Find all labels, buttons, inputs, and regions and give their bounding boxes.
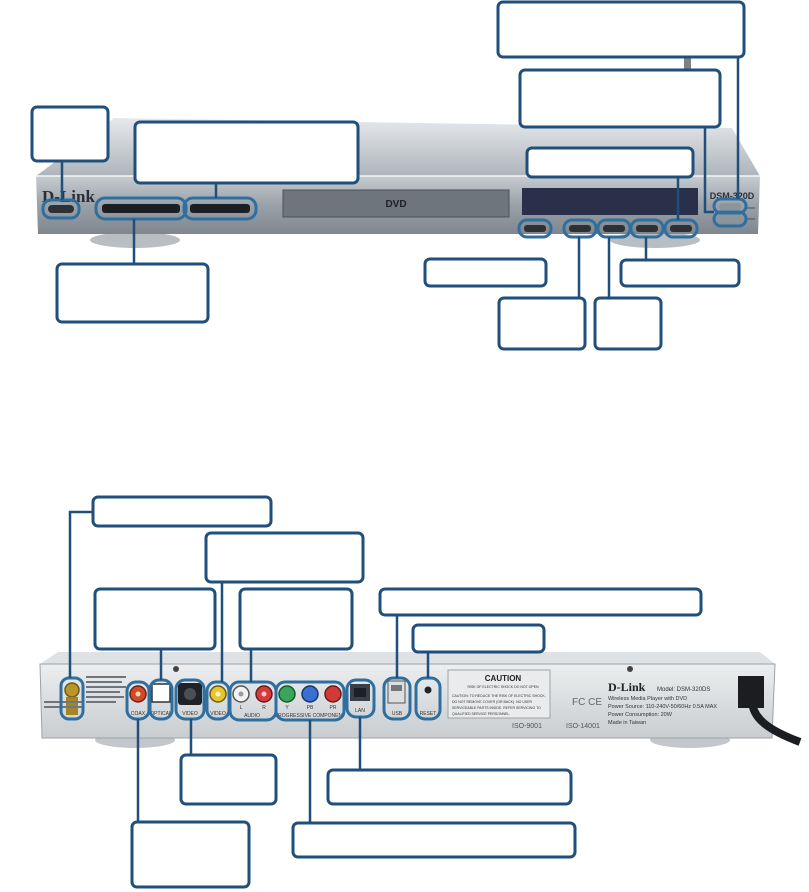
- callout-power-button: [30, 105, 110, 163]
- callout-reset-button: [411, 623, 546, 654]
- coax-label: COAX: [131, 711, 146, 717]
- component-y-port[interactable]: [278, 685, 296, 703]
- certification-marks: FC CE: [572, 697, 602, 708]
- callout-coax-port: [130, 820, 251, 889]
- leader-antenna: [68, 510, 93, 678]
- front-brand-logo: D-Link: [42, 187, 95, 206]
- caution-body-3: SERVICEABLE PARTS INSIDE. REFER SERVICIN…: [452, 706, 541, 710]
- dc-marker: [173, 666, 179, 672]
- dvd-logo: DVD: [385, 199, 406, 210]
- callout-antenna-connector: [91, 495, 273, 528]
- optical-port[interactable]: [151, 683, 171, 703]
- callout-card-slot-left: [55, 262, 210, 324]
- front-indicator-bottom: [719, 215, 741, 222]
- callout-usb-port: [378, 587, 703, 617]
- caution-body-2: DO NOT REMOVE COVER (OR BACK). NO USER: [452, 700, 533, 704]
- highlight-card-slot-left: [94, 196, 188, 221]
- callout-video-port: [204, 531, 365, 584]
- rear-view: COAX OPTICAL VIDEO VIDEO L R AUDIO Y PB …: [39, 495, 802, 889]
- leader-indicator-bottom: [703, 126, 714, 214]
- rear-brand-logo: D-Link: [608, 680, 646, 694]
- caution-label: [447, 669, 551, 719]
- highlight-front-button-5: [663, 218, 699, 239]
- front-model-label: DSM-320D: [710, 191, 755, 201]
- front-indicator-top: [719, 203, 741, 210]
- card-slot-left[interactable]: [102, 204, 180, 213]
- callout-indicator-bottom: [518, 68, 722, 129]
- callout-front-button-4: [619, 258, 741, 288]
- rear-power-consumption: Power Consumption: 20W: [608, 712, 673, 718]
- rear-power-source: Power Source: 110-240V-50/60Hz 0.5A MAX: [608, 704, 717, 710]
- component-pr-port[interactable]: [324, 685, 342, 703]
- front-display: [522, 188, 698, 215]
- audio-left-label: L: [240, 705, 243, 711]
- callout-front-button-1: [423, 257, 548, 288]
- caution-body-1: CAUTION: TO REDUCE THE RISK OF ELECTRIC …: [452, 694, 546, 698]
- callout-lan-port: [326, 768, 573, 806]
- highlight-front-indicator-bottom: [712, 210, 748, 228]
- callout-svideo-port: [179, 753, 278, 806]
- caution-subtitle: RISK OF ELECTRIC SHOCK DO NOT OPEN: [467, 685, 539, 689]
- component-label: PROGRESSIVE COMPONENT: [275, 713, 345, 719]
- highlight-card-slot-right: [182, 196, 258, 221]
- caution-body-4: QUALIFIED SERVICE PERSONNEL.: [452, 712, 510, 716]
- dvd-tray[interactable]: [282, 189, 510, 218]
- power-cord: [748, 699, 802, 746]
- iso-14001-label: ISO-14001: [566, 723, 600, 730]
- front-button-3[interactable]: [603, 225, 625, 232]
- callout-display: [525, 146, 695, 179]
- rear-screw: [627, 666, 633, 672]
- callout-front-button-2: [497, 296, 587, 351]
- front-view: D-Link DVD DSM-320D: [30, 0, 760, 351]
- rear-compliance-text: [44, 676, 126, 708]
- component-pr-label: PR: [330, 705, 337, 711]
- optical-label: OPTICAL: [150, 711, 172, 717]
- rear-product-line: Wireless Media Player with DVD: [608, 696, 687, 702]
- component-y-label: Y: [285, 705, 289, 711]
- component-pb-port[interactable]: [301, 685, 319, 703]
- rear-made-in: Made in Taiwan: [608, 720, 646, 726]
- callout-card-slots: [133, 120, 360, 185]
- lan-label: LAN: [355, 708, 365, 714]
- svideo-label: VIDEO: [182, 711, 198, 717]
- highlight-front-button-1: [517, 218, 553, 239]
- card-slot-right[interactable]: [190, 204, 250, 213]
- front-button-4[interactable]: [636, 225, 658, 232]
- iso-9001-label: ISO-9001: [512, 723, 542, 730]
- reset-label: RESET: [420, 711, 437, 717]
- video-label: VIDEO: [210, 711, 226, 717]
- callout-component-ports: [291, 821, 577, 859]
- component-pb-label: PB: [307, 705, 314, 711]
- reset-button[interactable]: [424, 686, 432, 694]
- audio-label: AUDIO: [244, 713, 260, 719]
- front-foot-right: [610, 232, 700, 248]
- highlight-antenna-connector: [59, 676, 85, 721]
- rear-top-surface: [40, 652, 775, 664]
- callout-optical-port: [93, 587, 217, 651]
- audio-right-label: R: [262, 705, 266, 711]
- callout-front-button-3: [593, 296, 663, 351]
- antenna-connector: [64, 682, 80, 698]
- power-button[interactable]: [48, 205, 74, 213]
- callout-audio-ports: [238, 587, 354, 651]
- front-button-2[interactable]: [569, 225, 591, 232]
- rear-model-line: Model: DSM-320DS: [657, 687, 710, 693]
- front-button-5[interactable]: [670, 225, 692, 232]
- caution-title: CAUTION: [485, 674, 522, 683]
- front-button-1[interactable]: [524, 225, 546, 232]
- usb-port[interactable]: [387, 680, 406, 704]
- callout-indicator-top: [496, 0, 746, 59]
- usb-label: USB: [392, 711, 403, 717]
